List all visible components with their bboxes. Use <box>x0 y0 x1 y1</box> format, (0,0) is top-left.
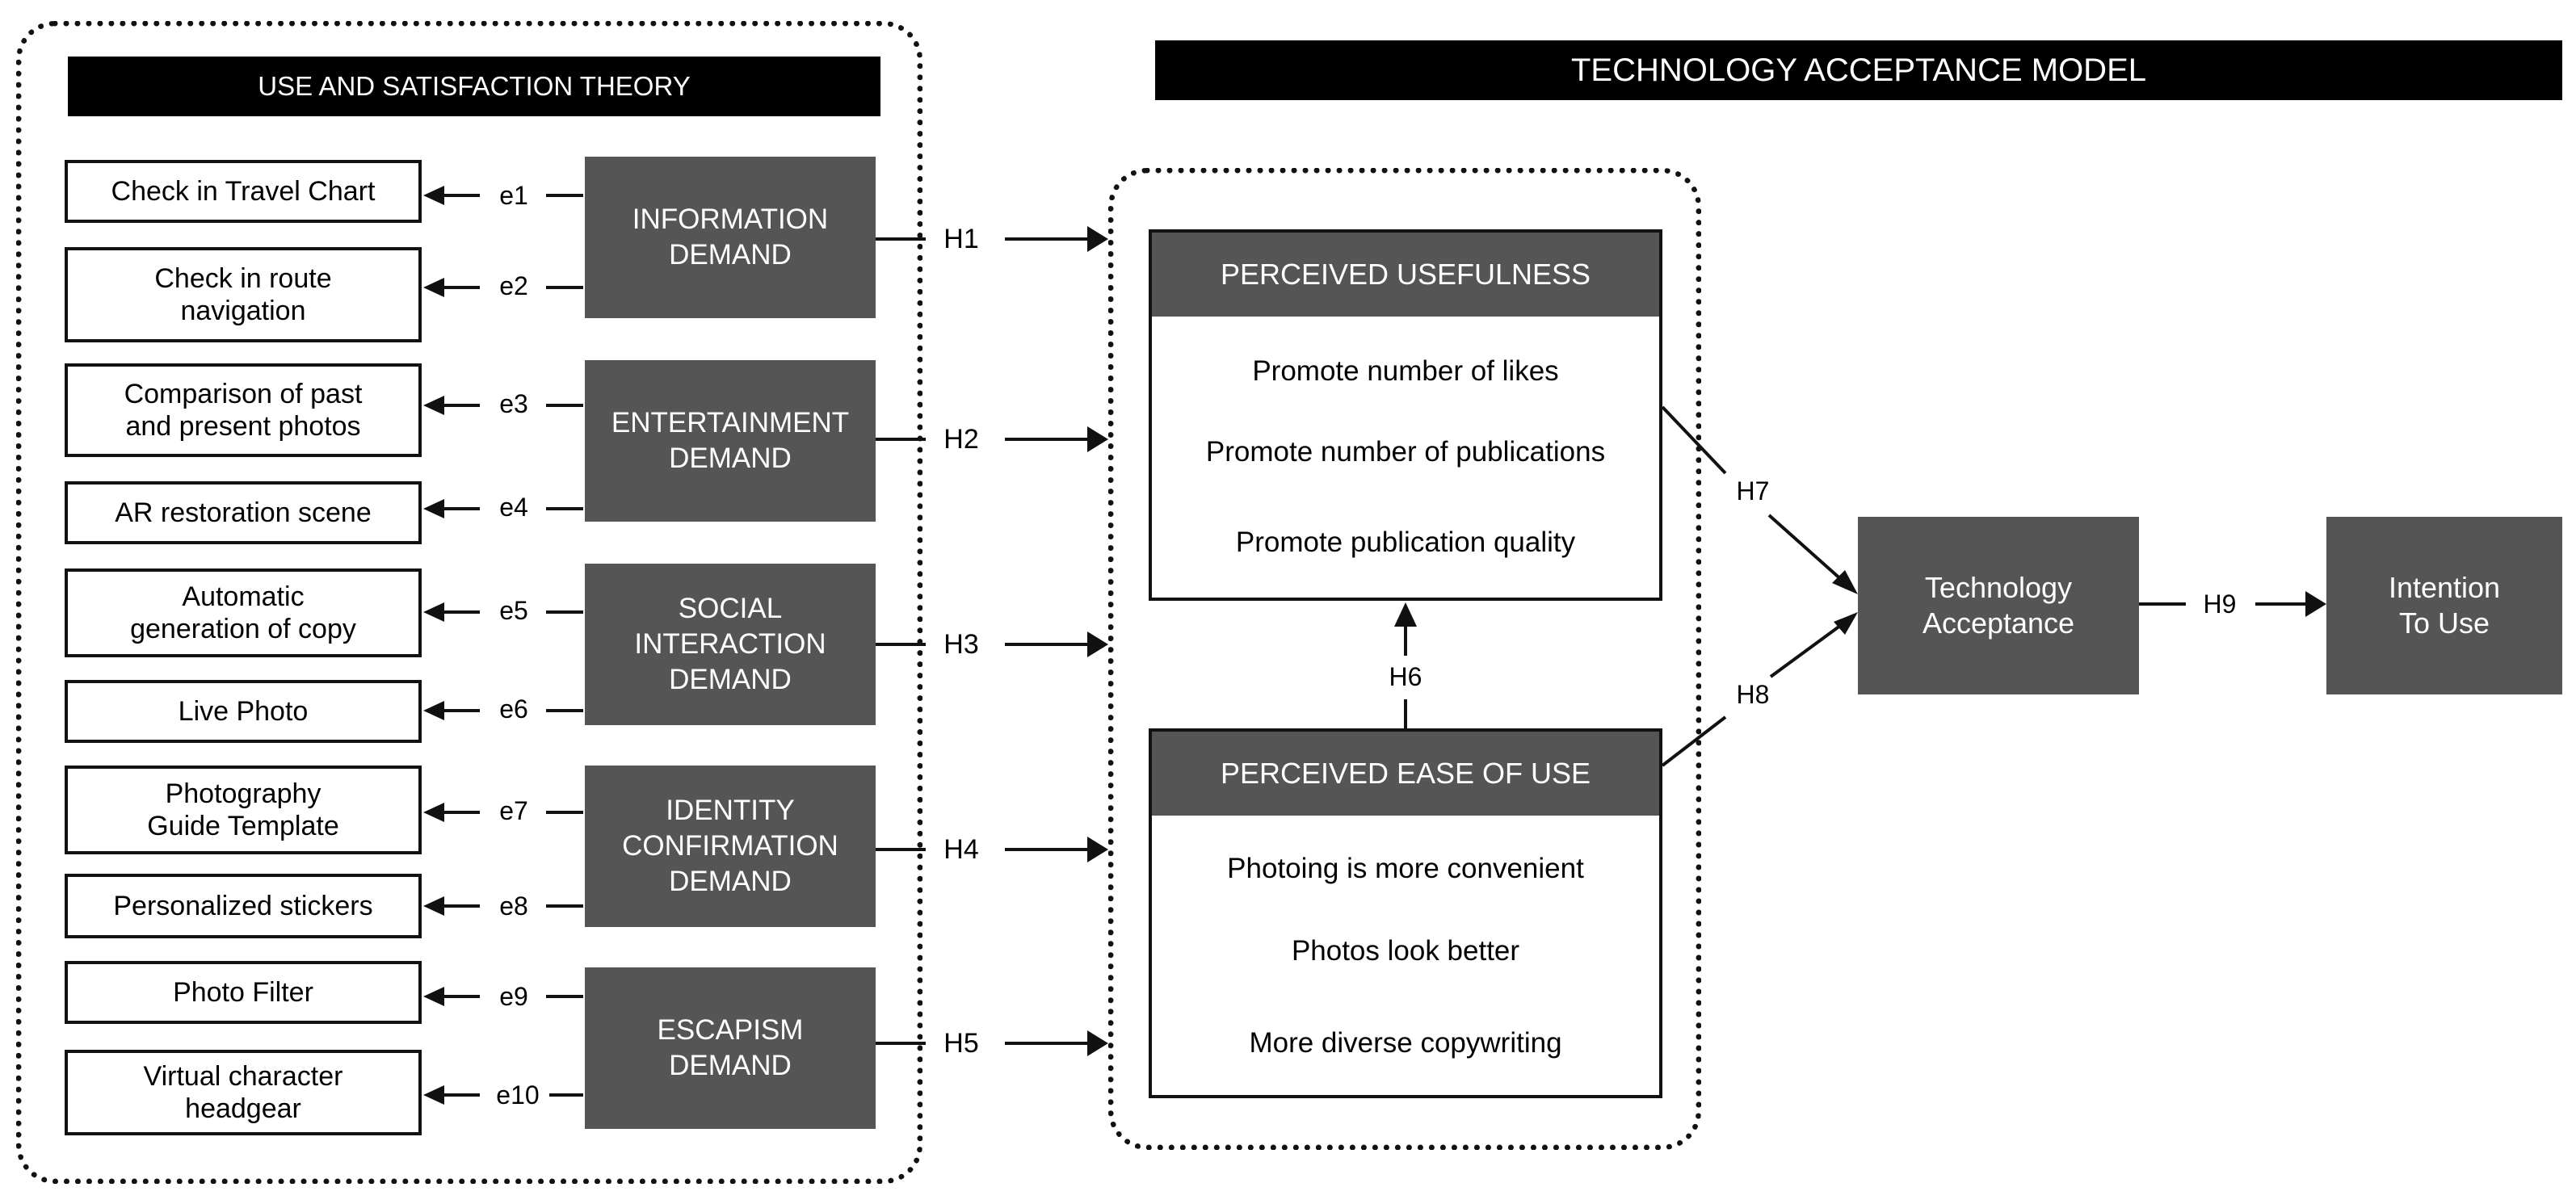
item-virtual-headgear: Virtual character headgear <box>65 1050 422 1135</box>
arrowhead-e2 <box>423 278 444 297</box>
item-live-photo: Live Photo <box>65 680 422 743</box>
pu-item-quality: Promote publication quality <box>1235 526 1576 558</box>
perceived-ease-of-use-panel: PERCEIVED EASE OF USE Photoing is more c… <box>1149 728 1662 1098</box>
arrowhead-e4 <box>423 499 444 518</box>
hypothesis-label-h7: H7 <box>1736 476 1770 506</box>
arrowhead-e3 <box>423 396 444 415</box>
hypothesis-label-h9: H9 <box>2203 589 2237 619</box>
hypothesis-label-h5: H5 <box>943 1028 979 1059</box>
intention-to-use-box: Intention To Use <box>2326 517 2562 694</box>
item-automatic-copy: Automatic generation of copy <box>65 568 422 657</box>
error-label-e2: e2 <box>499 271 528 300</box>
error-label-e6: e6 <box>499 694 528 724</box>
item-check-in-route-navigation: Check in route navigation <box>65 247 422 342</box>
pu-item-likes: Promote number of likes <box>1252 355 1559 387</box>
error-label-e3: e3 <box>499 389 528 418</box>
arrowhead-e8 <box>423 896 444 916</box>
arrowhead-h4 <box>1087 837 1108 862</box>
arrowhead-e7 <box>423 803 444 822</box>
identity-confirmation-demand-box: IDENTITY CONFIRMATION DEMAND <box>585 766 876 927</box>
information-demand-box: INFORMATION DEMAND <box>585 157 876 318</box>
arrowhead-h6 <box>1394 602 1417 627</box>
uas-group <box>16 21 922 1184</box>
arrow-h7-lower <box>1767 514 1845 583</box>
arrow-h8-upper <box>1769 622 1845 678</box>
error-label-e10: e10 <box>496 1080 540 1110</box>
item-ar-restoration-scene: AR restoration scene <box>65 481 422 544</box>
arrowhead-h7 <box>1832 570 1858 594</box>
arrowhead-e6 <box>423 701 444 720</box>
escapism-demand-box: ESCAPISM DEMAND <box>585 967 876 1129</box>
perceived-usefulness-panel: PERCEIVED USEFULNESS Promote number of l… <box>1149 229 1662 601</box>
social-interaction-demand-box: SOCIAL INTERACTION DEMAND <box>585 564 876 725</box>
hypothesis-label-h1: H1 <box>943 224 979 254</box>
hypothesis-label-h2: H2 <box>943 424 979 455</box>
pu-item-publications: Promote number of publications <box>1205 436 1606 468</box>
error-label-e5: e5 <box>499 596 528 625</box>
arrowhead-e9 <box>423 987 444 1006</box>
arrowhead-e1 <box>423 186 444 205</box>
hypothesis-label-h6: H6 <box>1389 662 1422 691</box>
error-label-e7: e7 <box>499 796 528 825</box>
item-photo-filter: Photo Filter <box>65 961 422 1024</box>
error-label-e4: e4 <box>499 493 528 522</box>
hypothesis-label-h3: H3 <box>943 629 979 660</box>
error-label-e9: e9 <box>499 982 528 1011</box>
perceived-ease-of-use-title: PERCEIVED EASE OF USE <box>1152 732 1659 816</box>
tam-perception-group <box>1108 168 1701 1150</box>
entertainment-demand-box: ENTERTAINMENT DEMAND <box>585 360 876 522</box>
uas-title: USE AND SATISFACTION THEORY <box>68 57 880 116</box>
arrowhead-h1 <box>1087 226 1108 252</box>
arrowhead-h3 <box>1087 631 1108 657</box>
item-comparison-of-photos: Comparison of past and present photos <box>65 363 422 457</box>
item-photography-guide-template: Photography Guide Template <box>65 766 422 854</box>
technology-acceptance-box: Technology Acceptance <box>1858 517 2139 694</box>
arrow-h8-lower <box>1661 715 1727 767</box>
arrowhead-e10 <box>423 1085 444 1105</box>
peou-item-convenient: Photoing is more convenient <box>1227 853 1584 884</box>
error-label-e8: e8 <box>499 891 528 921</box>
hypothesis-label-h4: H4 <box>943 834 979 865</box>
tam-title: TECHNOLOGY ACCEPTANCE MODEL <box>1155 40 2562 100</box>
arrowhead-h9 <box>2305 591 2326 617</box>
item-personalized-stickers: Personalized stickers <box>65 874 422 938</box>
arrowhead-e5 <box>423 602 444 622</box>
arrowhead-h2 <box>1087 426 1108 452</box>
error-label-e1: e1 <box>499 181 528 210</box>
peou-item-copywriting: More diverse copywriting <box>1249 1027 1562 1059</box>
item-check-in-travel-chart: Check in Travel Chart <box>65 160 422 223</box>
perceived-usefulness-title: PERCEIVED USEFULNESS <box>1152 233 1659 317</box>
arrowhead-h8 <box>1834 612 1858 635</box>
hypothesis-label-h8: H8 <box>1736 680 1770 709</box>
arrowhead-h5 <box>1087 1030 1108 1056</box>
peou-item-better-photos: Photos look better <box>1291 935 1520 967</box>
arrow-h7-upper <box>1661 405 1727 475</box>
